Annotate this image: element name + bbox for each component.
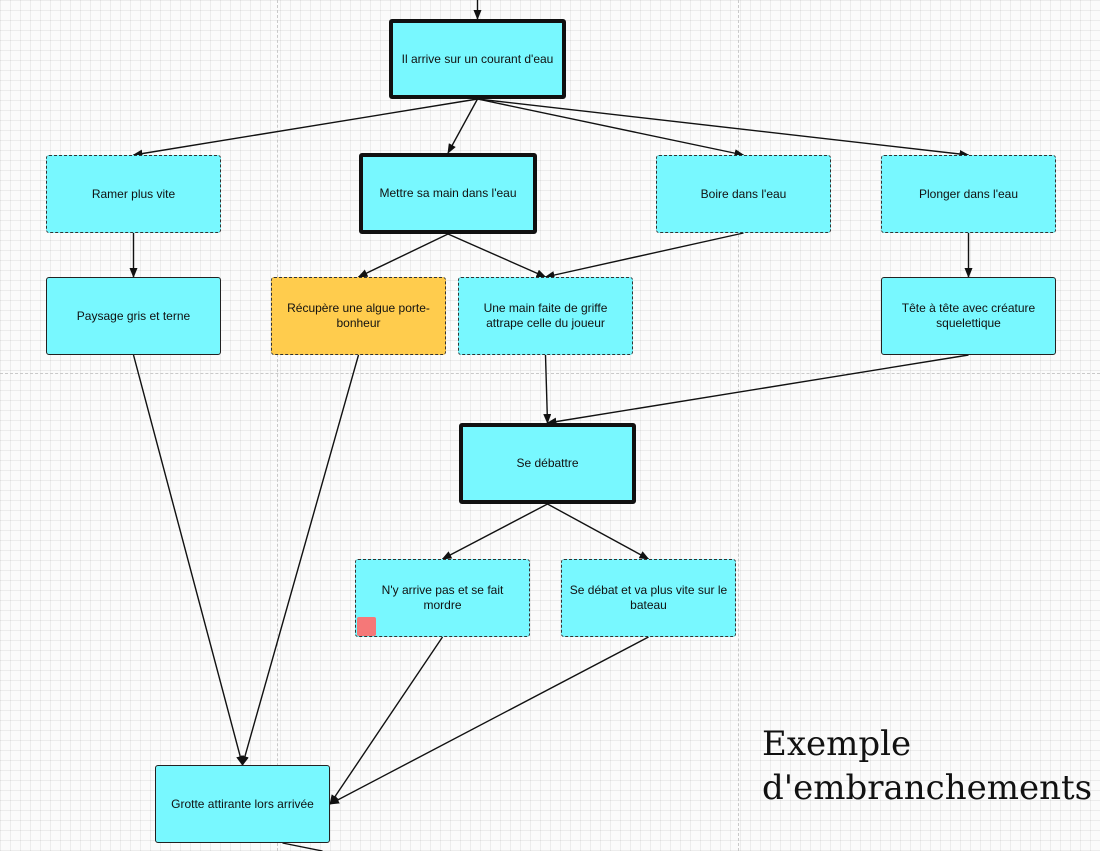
page-break-line	[0, 373, 1100, 374]
connector-arrow	[547, 503, 650, 560]
connector-arrow	[477, 98, 745, 158]
connector-arrow	[241, 354, 360, 766]
node-se-debattre[interactable]: Se débattre	[459, 423, 636, 504]
node-recupere-une-algue-porte-bonheur[interactable]: Récupère une algue porte-bonheur	[271, 277, 446, 355]
node-mettre-sa-main-dans-leau[interactable]: Mettre sa main dans l'eau	[359, 153, 537, 234]
node-boire-dans-leau[interactable]: Boire dans l'eau	[656, 155, 831, 233]
page-break-line	[277, 0, 278, 851]
connector-arrow	[544, 232, 744, 279]
red-marker-sticker	[357, 617, 376, 636]
connector-arrow	[357, 233, 449, 278]
node-il-arrive-sur-un-courant-deau[interactable]: Il arrive sur un courant d'eau	[389, 19, 566, 99]
page-break-line	[738, 0, 739, 851]
node-se-debat-et-va-plus-vite-sur-le-bateau[interactable]: Se débat et va plus vite sur le bateau	[561, 559, 736, 637]
connector-arrow	[441, 503, 548, 560]
node-ny-arrive-pas-et-se-fait-mordre[interactable]: N'y arrive pas et se fait mordre	[355, 559, 530, 637]
node-tete-a-tete-avec-creature-squelettique[interactable]: Tête à tête avec créature squelettique	[881, 277, 1056, 355]
connector-arrow	[329, 636, 444, 805]
connector-arrow	[132, 354, 245, 766]
node-grotte-attirante-lors-arrivee[interactable]: Grotte attirante lors arrivée	[155, 765, 330, 843]
caption-line-2: d'embranchements	[762, 768, 1093, 808]
connector-arrow	[546, 354, 969, 426]
connector-arrow	[447, 98, 479, 154]
node-paysage-gris-et-terne[interactable]: Paysage gris et terne	[46, 277, 221, 355]
caption-line-1: Exemple	[762, 724, 912, 764]
connector-arrow	[543, 354, 552, 424]
connector-arrow	[132, 98, 478, 158]
node-plonger-dans-leau[interactable]: Plonger dans l'eau	[881, 155, 1056, 233]
connector-arrow	[447, 233, 547, 278]
connector-arrow	[477, 98, 970, 158]
connector-arrow	[282, 842, 323, 851]
connector-arrow	[329, 636, 649, 805]
node-une-main-faite-de-griffe[interactable]: Une main faite de griffe attrape celle d…	[458, 277, 633, 355]
node-ramer-plus-vite[interactable]: Ramer plus vite	[46, 155, 221, 233]
diagram-caption: Exemple d'embranchements	[762, 722, 1092, 810]
